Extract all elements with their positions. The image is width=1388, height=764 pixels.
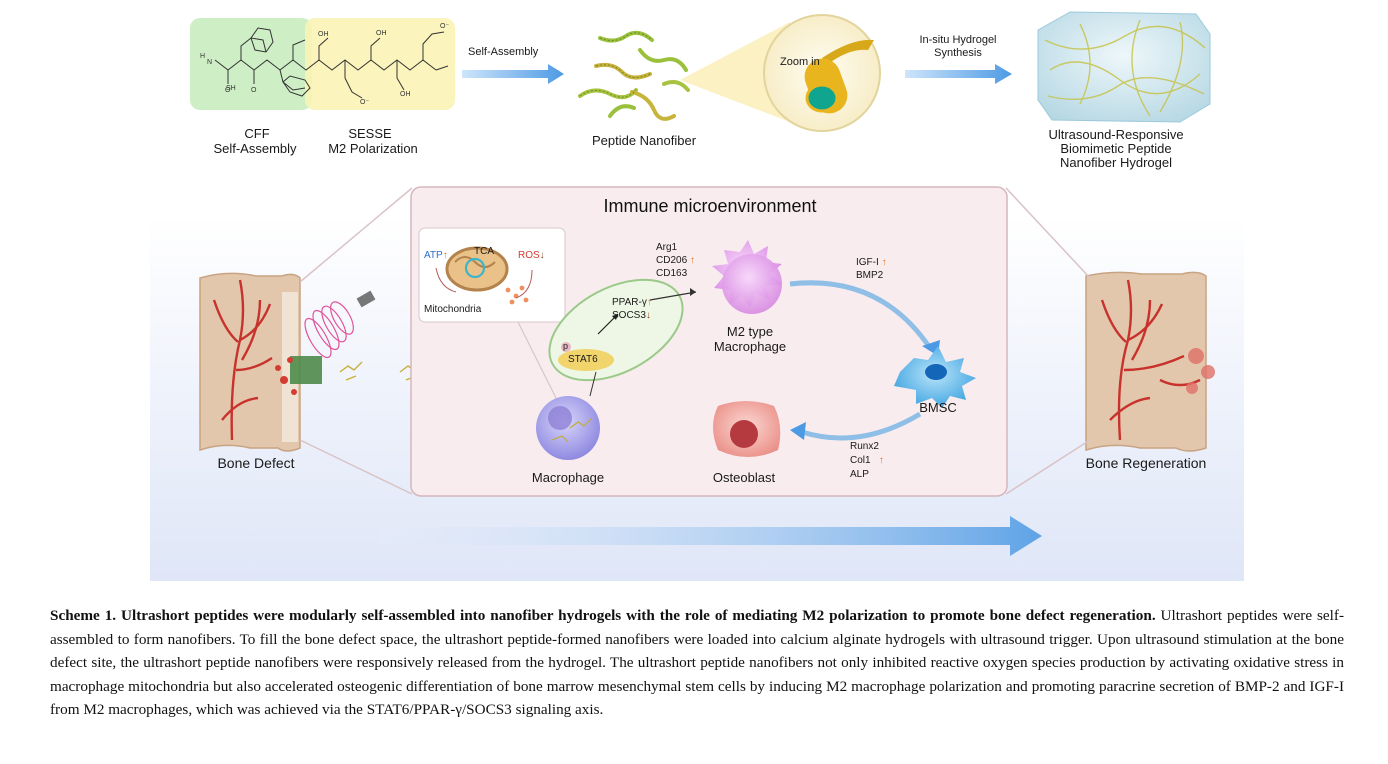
- osteoblast-label: Osteoblast: [712, 470, 776, 485]
- svg-text:O: O: [225, 87, 231, 94]
- igf-label: IGF-I ↑: [856, 257, 887, 269]
- bmp2-label: BMP2: [856, 270, 884, 281]
- hydrogel-label-3: Nanofiber Hydrogel: [1059, 155, 1172, 170]
- bone-defect-label: Bone Defect: [217, 455, 295, 471]
- cd206-text: CD206: [656, 255, 688, 266]
- caption-title: Scheme 1. Ultrashort peptides were modul…: [50, 607, 1156, 624]
- scheme-graphic: HN O O OH OH O⁻ O⁻ OH SH: [150, 11, 1244, 581]
- bmsc-label: BMSC: [919, 400, 957, 415]
- cff-label: CFF: [222, 126, 292, 141]
- m2-markers-up-arrow: ↑: [689, 255, 695, 266]
- socs3-down-arrow: ↓: [645, 310, 651, 321]
- cd206-label: CD206 ↑: [656, 255, 695, 267]
- svg-text:O⁻: O⁻: [440, 23, 449, 30]
- socs3-label: SOCS3↓: [612, 310, 651, 322]
- svg-text:N: N: [207, 59, 212, 66]
- svg-text:SH: SH: [226, 85, 236, 92]
- svg-text:O⁻: O⁻: [360, 99, 369, 106]
- col1-label: Col1 ↑: [850, 455, 884, 467]
- hydrogel-label-1: Ultrasound-Responsive: [1048, 127, 1184, 142]
- m2-label-1: M2 type: [726, 324, 774, 339]
- phospho-label: p: [563, 341, 569, 351]
- runx2-label: Runx2: [850, 441, 879, 452]
- svg-text:OH: OH: [400, 91, 411, 98]
- zoom-in-label: Zoom in: [780, 56, 820, 68]
- svg-text:OH: OH: [376, 30, 387, 37]
- stat6-label: STAT6: [568, 354, 598, 365]
- m2-label-2: Macrophage: [713, 339, 787, 354]
- ppar-up-arrow: ↑: [646, 297, 652, 308]
- cff-sub-label: Self-Assembly: [213, 141, 297, 156]
- svg-text:O: O: [251, 87, 257, 94]
- ppar-text: PPAR-γ: [612, 297, 647, 308]
- atp-label: ATP↑: [424, 250, 448, 262]
- cd163-label: CD163: [656, 268, 688, 279]
- self-assembly-label: Self-Assembly: [468, 46, 539, 58]
- osteo-up-arrow: ↑: [878, 455, 884, 466]
- immune-panel-title: Immune microenvironment: [603, 196, 817, 216]
- insitu-label-2: Synthesis: [934, 47, 982, 59]
- igf-text: IGF-I: [856, 257, 879, 268]
- igf-up-arrow: ↑: [881, 257, 887, 268]
- caption-body: Ultrashort peptides were self-assembled …: [50, 607, 1344, 719]
- alp-label: ALP: [850, 469, 869, 480]
- atp-up-arrow: ↑: [442, 250, 448, 261]
- sesse-sub-label: M2 Polarization: [328, 141, 418, 156]
- atp-text: ATP: [424, 250, 443, 261]
- mitochondria-label: Mitochondria: [424, 304, 482, 315]
- scheme-caption: Scheme 1. Ultrashort peptides were modul…: [50, 604, 1344, 722]
- bone-regeneration-label: Bone Regeneration: [1085, 455, 1207, 471]
- hydrogel-label-2: Biomimetic Peptide: [1060, 141, 1172, 156]
- cff-text: CFF: [244, 126, 270, 141]
- svg-text:H: H: [200, 53, 205, 60]
- insitu-label-1: In-situ Hydrogel: [919, 34, 997, 46]
- sesse-label: SESSE: [348, 126, 392, 141]
- macrophage-label: Macrophage: [531, 470, 605, 485]
- svg-text:OH: OH: [318, 31, 329, 38]
- arg1-label: Arg1: [656, 242, 678, 253]
- ros-down-arrow: ↓: [539, 250, 545, 261]
- ros-text: ROS: [518, 250, 540, 261]
- peptide-nanofiber-label: Peptide Nanofiber: [591, 133, 697, 148]
- col1-text: Col1: [850, 455, 871, 466]
- ppar-label: PPAR-γ↑: [612, 297, 652, 309]
- ros-label: ROS↓: [518, 250, 545, 262]
- socs3-text: SOCS3: [612, 310, 646, 321]
- tca-label: TCA: [474, 246, 494, 257]
